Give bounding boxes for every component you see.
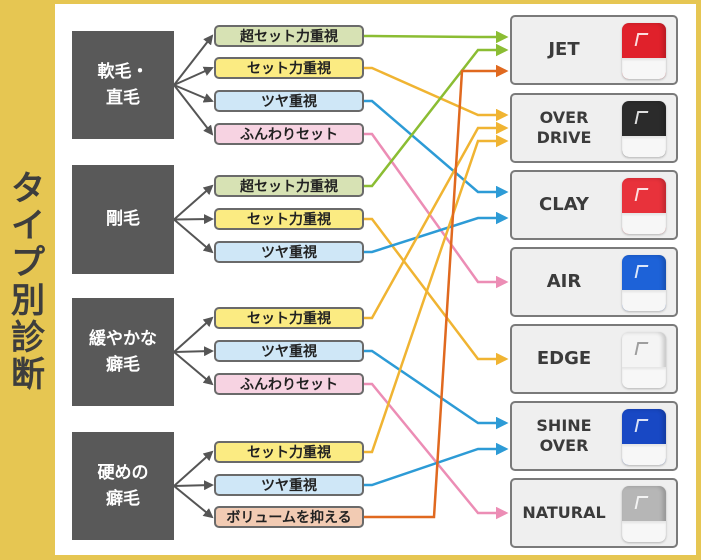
category-option-connector: [173, 84, 214, 103]
category-option-connector: [173, 84, 214, 136]
category-option-connector: [173, 218, 214, 254]
product-name-line: OVER: [539, 436, 589, 455]
product-name-line: NATURAL: [522, 503, 606, 523]
side-title-char: 別: [11, 280, 45, 321]
category-label-line: 硬めの: [97, 462, 149, 483]
option-box: ボリュームを抑える: [214, 506, 364, 528]
product-box: CLAY: [510, 170, 678, 240]
category-label-line: 癖毛: [106, 355, 140, 375]
category-option-connector: [173, 184, 214, 221]
product-jar-image: [622, 332, 666, 388]
category-label-line: 軟毛・: [97, 61, 149, 82]
option-product-connector: [364, 382, 509, 520]
category-box-hard: 硬めの癖毛: [72, 432, 174, 540]
category-label-line: 直毛: [106, 88, 140, 108]
option-box: 超セット力重視: [214, 25, 364, 47]
category-option-connector: [173, 34, 214, 86]
option-box: ツヤ重視: [214, 90, 364, 112]
product-jar-image: [622, 23, 666, 79]
category-option-connector: [173, 450, 214, 487]
option-box: ツヤ重視: [214, 340, 364, 362]
product-box: EDGE: [510, 324, 678, 394]
product-name-line: EDGE: [536, 348, 592, 370]
product-name-line: DRIVE: [536, 128, 592, 147]
category-box-soft: 軟毛・直毛: [72, 31, 174, 139]
product-jar-image: [622, 255, 666, 311]
option-product-connector: [364, 349, 509, 430]
category-option-connector: [173, 351, 214, 386]
product-name-line: OVER: [539, 108, 589, 128]
category-label-line: 癖毛: [106, 489, 140, 509]
option-box: ふんわりセット: [214, 373, 364, 395]
side-title-char: 診: [11, 317, 45, 358]
category-box-stiff: 剛毛: [72, 165, 174, 274]
option-product-connector: [364, 99, 509, 199]
option-box: ふんわりセット: [214, 123, 364, 145]
side-title-char: タ: [11, 169, 45, 209]
product-jar-image: [622, 409, 666, 465]
product-name: AIR: [514, 249, 614, 315]
category-label-line: 剛毛: [106, 209, 140, 230]
option-product-connector: [364, 66, 509, 122]
option-box: 超セット力重視: [214, 175, 364, 197]
option-box: セット力重視: [214, 208, 364, 230]
product-jar-image: [622, 101, 666, 157]
product-box: AIR: [510, 247, 678, 317]
category-label-line: 緩やかな: [89, 328, 157, 349]
product-name: NATURAL: [514, 480, 614, 546]
option-product-connector: [364, 132, 509, 289]
option-product-connector: [364, 43, 509, 188]
product-name-line: SHINE: [536, 416, 592, 436]
option-product-connector: [364, 64, 509, 519]
product-name-line: CLAY: [539, 194, 589, 216]
category-option-connector: [173, 66, 214, 86]
option-product-connector: [364, 121, 509, 320]
product-box: NATURAL: [510, 478, 678, 548]
category-box-gentle: 緩やかな癖毛: [72, 298, 174, 406]
product-name-line: JET: [548, 39, 580, 61]
product-name: JET: [514, 17, 614, 83]
option-product-connector: [364, 30, 509, 44]
category-option-connector: [173, 485, 214, 519]
option-product-connector: [364, 442, 509, 487]
option-box: セット力重視: [214, 441, 364, 463]
option-product-connector: [364, 217, 509, 366]
option-box: ツヤ重視: [214, 241, 364, 263]
category-option-connector: [173, 480, 214, 491]
product-name: CLAY: [514, 172, 614, 238]
product-name-line: AIR: [546, 271, 582, 293]
option-box: セット力重視: [214, 57, 364, 79]
option-product-connector: [364, 134, 509, 454]
product-name: EDGE: [514, 326, 614, 392]
option-box: ツヤ重視: [214, 474, 364, 496]
category-option-connector: [173, 346, 214, 357]
option-product-connector: [364, 211, 509, 254]
option-box: セット力重視: [214, 307, 364, 329]
side-title-char: 断: [11, 354, 45, 395]
product-jar-image: [622, 178, 666, 234]
side-title-char: イ: [11, 206, 45, 247]
side-title: タイプ別診断: [6, 172, 50, 392]
product-jar-image: [622, 486, 666, 542]
product-box: JET: [510, 15, 678, 85]
side-title-char: プ: [11, 243, 45, 284]
category-option-connector: [173, 214, 214, 225]
category-option-connector: [173, 316, 214, 353]
